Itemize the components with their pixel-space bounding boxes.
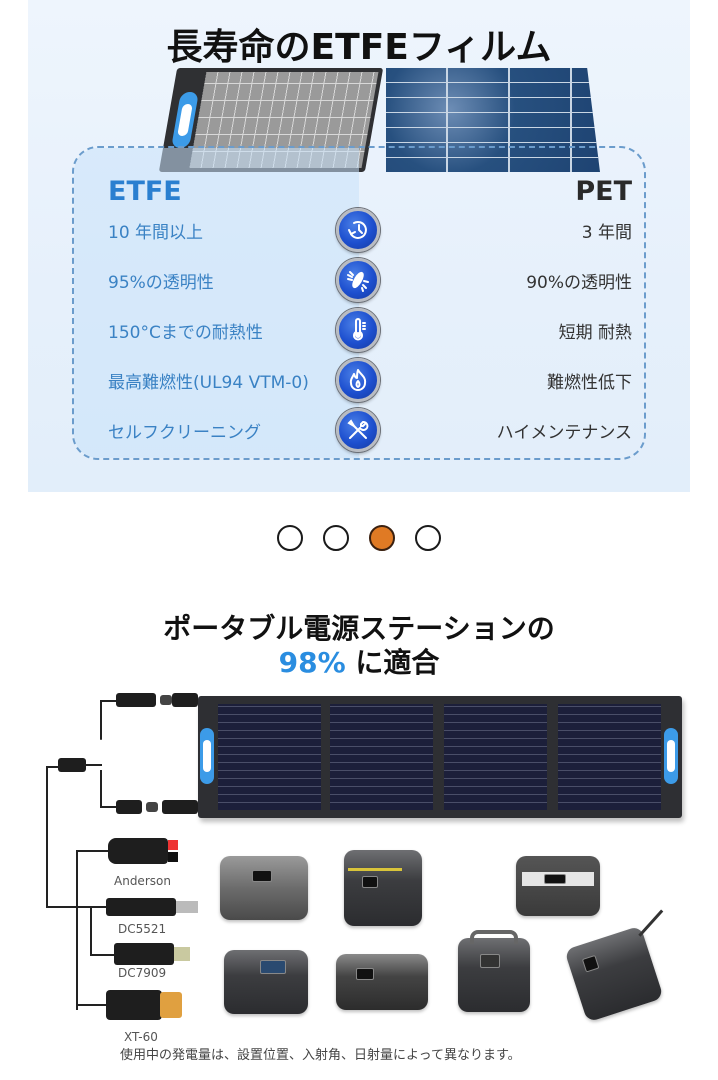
- power-station-image: [336, 954, 428, 1010]
- power-station-image: [564, 909, 664, 1023]
- pet-value: ハイメンテナンス: [496, 423, 632, 443]
- mc4-connector: [116, 800, 142, 814]
- carousel-dot-2[interactable]: [323, 525, 349, 551]
- mc4-connector: [116, 693, 156, 707]
- carousel-dot-4[interactable]: [415, 525, 441, 551]
- mc4-connector: [162, 800, 198, 814]
- etfe-value: 最高難燃性(UL94 VTM-0): [108, 373, 309, 393]
- etfe-value: 150°Cまでの耐熱性: [108, 323, 263, 343]
- compatibility-title-line2: に適合: [345, 646, 440, 679]
- connector-label-dc5521: DC5521: [118, 922, 167, 936]
- comparison-row-lifespan: 10 年間以上 3 年間: [74, 208, 644, 252]
- compatibility-percentage: 98%: [278, 646, 346, 679]
- carousel-pagination: [0, 525, 718, 551]
- thermometer-icon: [336, 308, 380, 352]
- panel-handle-right: [664, 728, 678, 784]
- generation-disclaimer: 使用中の発電量は、設置位置、入射角、日射量によって異なります。: [120, 1048, 521, 1063]
- power-station-image: [458, 930, 530, 1012]
- power-station-image: [516, 856, 600, 916]
- pet-solar-panel-image: [386, 68, 600, 172]
- carousel-dot-1[interactable]: [277, 525, 303, 551]
- pet-value: 3 年間: [581, 223, 632, 243]
- etfe-value: 95%の透明性: [108, 273, 214, 293]
- wrench-screwdriver-icon: [336, 408, 380, 452]
- comparison-row-flame: 最高難燃性(UL94 VTM-0) 難燃性低下: [74, 358, 644, 402]
- anderson-plug-icon: [108, 838, 168, 864]
- foldable-solar-panel-image: [198, 696, 682, 818]
- power-station-image: [224, 950, 308, 1014]
- compatibility-title: ポータブル電源ステーションの 98% に適合: [0, 612, 718, 680]
- xt60-plug-icon: [106, 990, 162, 1020]
- power-station-image: [344, 850, 422, 926]
- feature-slide: 長寿命のETFEフィルム ETFE PET 10 年間以上 3 年間 95%の透…: [28, 0, 690, 492]
- etfe-value: セルフクリーニング: [108, 423, 261, 443]
- y-splitter: [58, 758, 86, 772]
- light-transparency-icon: [336, 258, 380, 302]
- comparison-row-maintenance: セルフクリーニング ハイメンテナンス: [74, 408, 644, 452]
- pet-value: 短期 耐熱: [558, 323, 632, 343]
- comparison-row-heat: 150°Cまでの耐熱性 短期 耐熱: [74, 308, 644, 352]
- connector-label-xt60: XT-60: [124, 1030, 158, 1044]
- clock-refresh-icon: [336, 208, 380, 252]
- dc7909-plug-icon: [114, 943, 174, 965]
- compatibility-title-line1: ポータブル電源ステーションの: [163, 612, 555, 645]
- pet-heading: PET: [575, 176, 632, 207]
- dc5521-plug-icon: [106, 898, 176, 916]
- carousel-dot-3-active[interactable]: [369, 525, 395, 551]
- power-station-image: [220, 856, 308, 920]
- comparison-table: ETFE PET 10 年間以上 3 年間 95%の透明性: [72, 146, 646, 460]
- flame-icon: [336, 358, 380, 402]
- slide-title: 長寿命のETFEフィルム: [166, 27, 552, 68]
- pet-value: 90%の透明性: [526, 273, 632, 293]
- panel-handle-left: [200, 728, 214, 784]
- connector-label-anderson: Anderson: [114, 874, 171, 888]
- mc4-connector: [172, 693, 198, 707]
- panel-comparison-image: [148, 68, 610, 172]
- etfe-value: 10 年間以上: [108, 223, 204, 243]
- etfe-heading: ETFE: [108, 176, 182, 207]
- comparison-row-transparency: 95%の透明性 90%の透明性: [74, 258, 644, 302]
- pet-value: 難燃性低下: [547, 373, 632, 393]
- connector-label-dc7909: DC7909: [118, 966, 167, 980]
